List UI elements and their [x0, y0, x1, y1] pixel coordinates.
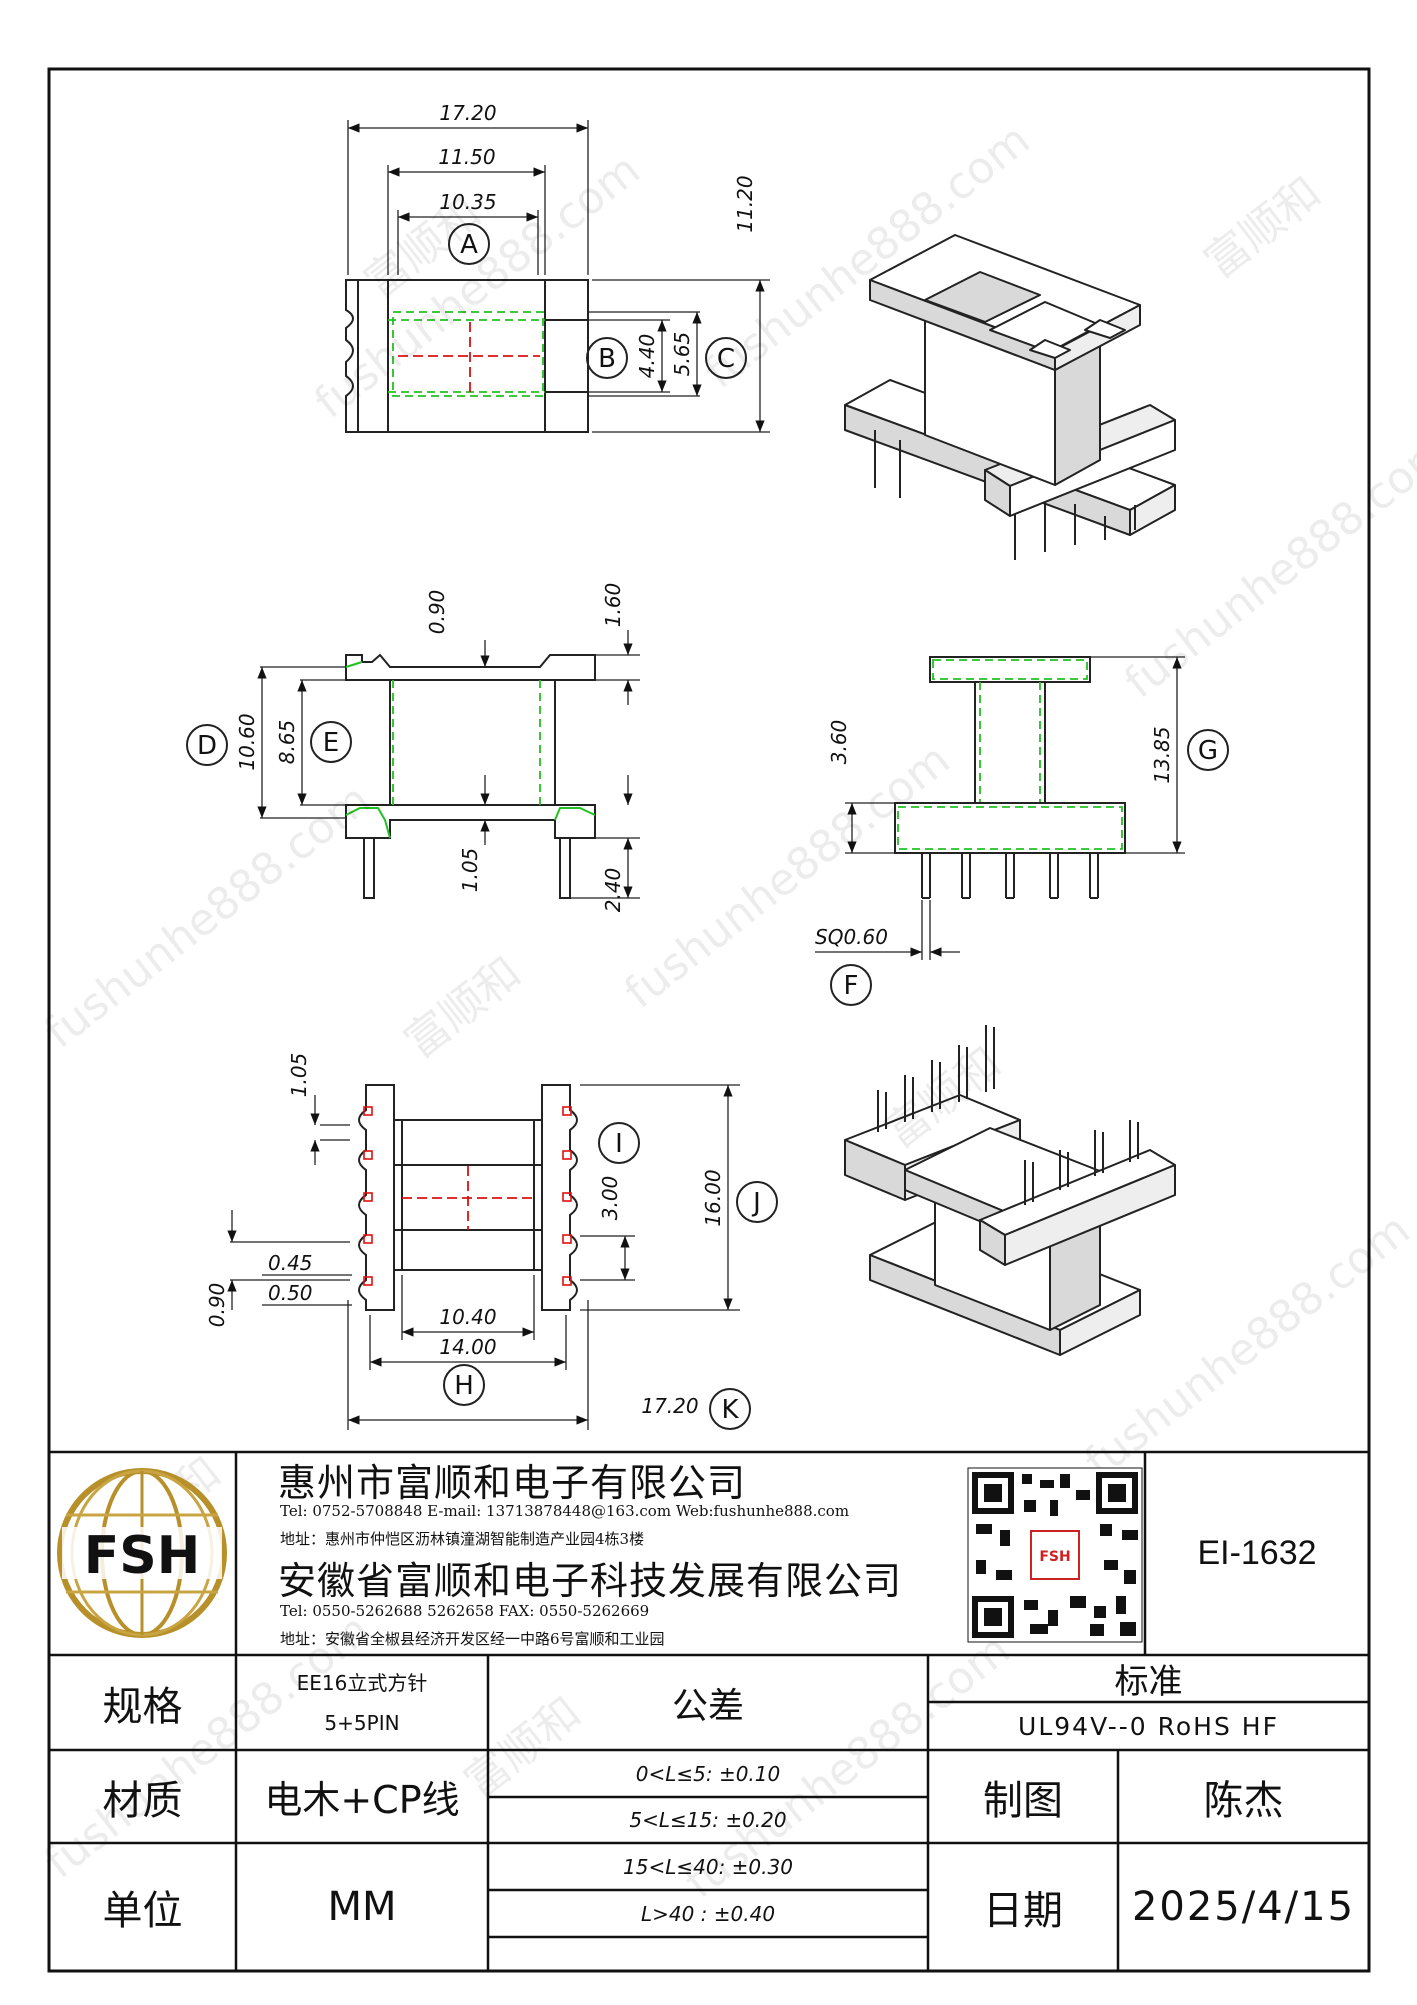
bubble-a: A	[460, 230, 478, 260]
company-name-huizhou: 惠州市富顺和电子有限公司	[278, 1461, 747, 1505]
material-label: 材质	[102, 1777, 183, 1824]
dim-11-50: 11.50	[438, 145, 495, 169]
tolerance-row-2: 5<L≤15: ±0.20	[629, 1808, 787, 1832]
dim-3-00: 3.00	[598, 1176, 622, 1221]
part-number: EI-1632	[1197, 1534, 1317, 1572]
company-huizhou-address: 地址：惠州市仲恺区沥林镇潼湖智能制造产业园4栋3楼	[280, 1530, 645, 1548]
dim-0-45: 0.45	[268, 1251, 313, 1275]
svg-text:fushunhe888.com: fushunhe888.com	[615, 734, 959, 1019]
dim-1-05-side: 1.05	[458, 848, 482, 893]
svg-text:fushunhe888.com: fushunhe888.com	[305, 144, 649, 429]
dim-0-90-side: 0.90	[425, 590, 449, 635]
bubble-h: H	[454, 1371, 474, 1401]
standard-value: UL94V--0 RoHS HF	[1018, 1711, 1279, 1741]
bubble-e: E	[323, 728, 339, 758]
dim-14-00: 14.00	[439, 1335, 496, 1359]
qr-badge: FSH	[1039, 1549, 1070, 1565]
drawn-by-value: 陈杰	[1203, 1777, 1284, 1824]
sheet-border	[47, 67, 1371, 1973]
dim-16-00: 16.00	[701, 1169, 725, 1226]
bubble-d: D	[197, 731, 217, 761]
dim-3-60: 3.60	[827, 720, 851, 765]
iso-view-bottom	[844, 1025, 1176, 1356]
front-view: 3.60 13.85 G SQ0.60 F	[815, 656, 1229, 1006]
logo-text: FSH	[84, 1526, 201, 1586]
unit-label: 单位	[102, 1888, 183, 1934]
material-value: 电木+CP线	[264, 1778, 460, 1822]
dim-5-65: 5.65	[670, 332, 694, 377]
tolerance-row-1: 0<L≤5: ±0.10	[635, 1761, 781, 1786]
svg-text:fushunhe888.com: fushunhe888.com	[1115, 424, 1417, 709]
dim-2-40: 2.40	[601, 868, 625, 913]
bubble-i: I	[615, 1129, 623, 1159]
company-anhui-address: 地址：安徽省全椒县经济开发区经一中路6号富顺和工业园	[280, 1630, 665, 1648]
spec-line2: 5+5PIN	[324, 1711, 400, 1735]
dim-0-50: 0.50	[268, 1281, 313, 1305]
drawn-by-label: 制图	[983, 1777, 1063, 1824]
dim-10-40: 10.40	[439, 1305, 496, 1329]
title-block-grid	[49, 1450, 1369, 1971]
spec-label: 规格	[102, 1683, 183, 1730]
tolerance-label: 公差	[671, 1685, 744, 1727]
date-label: 日期	[983, 1888, 1063, 1934]
company-huizhou-contact: Tel: 0752-5708848 E-mail: 13713878448@16…	[280, 1502, 850, 1520]
bubble-k: K	[721, 1395, 739, 1425]
dim-sq0-60: SQ0.60	[815, 925, 888, 949]
bubble-b: B	[598, 344, 616, 374]
bottom-view: 1.05 16.00 J 3.00 I 0.90 0.45 0.50 10.40…	[205, 1053, 778, 1430]
dim-1-05-bottom: 1.05	[287, 1053, 311, 1098]
svg-text:fushunhe888.com: fushunhe888.com	[35, 774, 379, 1059]
dim-17-20-top: 17.20	[439, 101, 496, 125]
svg-text:富顺和: 富顺和	[395, 947, 530, 1068]
dim-10-60: 10.60	[235, 713, 259, 770]
company-anhui-contact: Tel: 0550-5262688 5262658 FAX: 0550-5262…	[280, 1602, 650, 1620]
bubble-g: G	[1198, 736, 1218, 766]
bubble-j: J	[751, 1188, 761, 1218]
bubble-f: F	[844, 971, 859, 1001]
dim-11-20: 11.20	[733, 175, 757, 232]
fsh-logo: FSH	[57, 1468, 227, 1638]
dim-10-35: 10.35	[439, 190, 496, 214]
iso-view-top	[844, 234, 1176, 560]
dim-17-20-bottom: 17.20	[641, 1394, 698, 1418]
company-name-anhui: 安徽省富顺和电子科技发展有限公司	[278, 1559, 903, 1603]
dim-0-90-bottom: 0.90	[205, 1283, 229, 1328]
dim-1-60: 1.60	[601, 583, 625, 628]
svg-text:富顺和: 富顺和	[1195, 167, 1330, 288]
dim-13-85: 13.85	[1150, 726, 1174, 783]
unit-value: MM	[327, 1884, 397, 1930]
svg-text:fushunhe888.com: fushunhe888.com	[1075, 1204, 1417, 1489]
date-value: 2025/4/15	[1131, 1884, 1356, 1930]
side-view: 10.60 8.65 D E 0.90 1.60 1.05 2.40	[186, 583, 640, 913]
bubble-c: C	[717, 344, 735, 374]
qr-code: FSH	[967, 1467, 1143, 1643]
top-view: 17.20 11.50 10.35 A 11.20 4.40 5.65 B C	[345, 101, 770, 433]
tolerance-row-3: 15<L≤40: ±0.30	[623, 1854, 793, 1879]
dim-8-65: 8.65	[275, 720, 299, 765]
spec-line1: EE16立式方针	[296, 1670, 428, 1695]
tolerance-row-4: L>40 : ±0.40	[640, 1901, 776, 1926]
dim-4-40: 4.40	[635, 334, 659, 379]
standard-label: 标准	[1114, 1662, 1183, 1702]
